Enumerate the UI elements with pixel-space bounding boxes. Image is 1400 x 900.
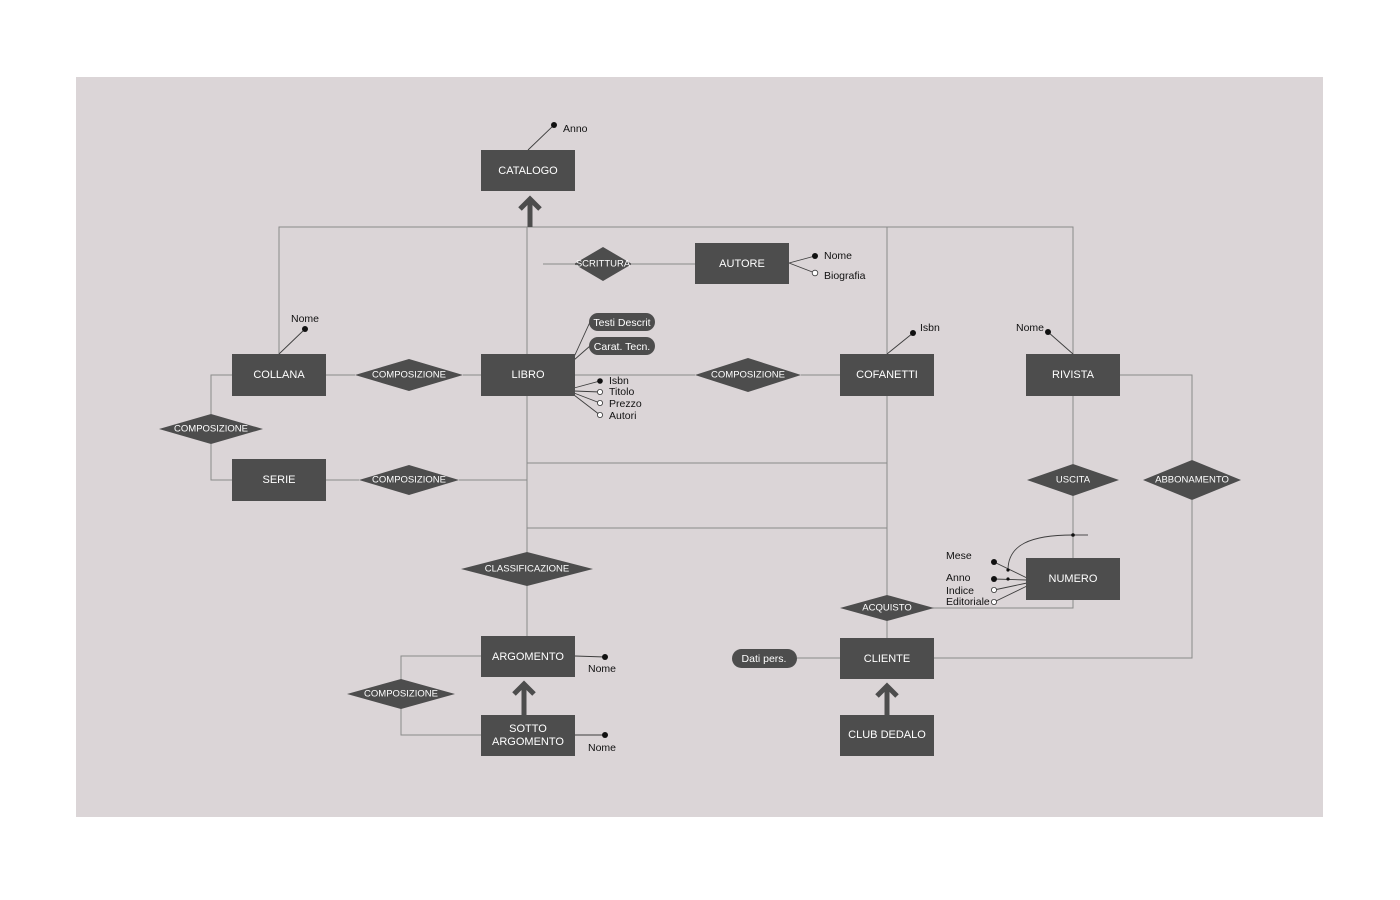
attr-marker-autore-biografia — [811, 269, 819, 277]
entity-argomento: ARGOMENTO — [481, 636, 575, 677]
svg-text:COMPOSIZIONE: COMPOSIZIONE — [174, 424, 248, 435]
attr-autore-biografia: Biografia — [824, 270, 866, 282]
attr-marker-libro-isbn — [597, 378, 603, 384]
relationships: SCRITTURA COMPOSIZIONE COMPOSIZIONE COMP… — [159, 247, 1241, 709]
svg-text:CATALOGO: CATALOGO — [498, 165, 558, 177]
relationship-composizione-argomento: COMPOSIZIONE — [347, 679, 455, 709]
svg-text:SERIE: SERIE — [262, 474, 295, 486]
relationship-scrittura: SCRITTURA — [574, 247, 632, 281]
entity-catalogo: CATALOGO — [481, 150, 575, 191]
attr-marker-cofanetti-isbn — [910, 330, 916, 336]
svg-text:RIVISTA: RIVISTA — [1052, 369, 1095, 381]
svg-text:ABBONAMENTO: ABBONAMENTO — [1155, 475, 1229, 486]
svg-text:ARGOMENTO: ARGOMENTO — [492, 736, 564, 748]
attr-cliente-dati-pers: Dati pers. — [732, 649, 797, 668]
relationship-uscita: USCITA — [1027, 464, 1119, 496]
attribute-links — [278, 122, 1088, 738]
attr-autore-nome: Nome — [824, 250, 852, 262]
attribute-labels: Anno Nome Biografia Nome Isbn Nome Isbn … — [291, 123, 1044, 754]
relationship-acquisto: ACQUISTO — [840, 595, 934, 621]
attr-cofanetti-isbn: Isbn — [920, 322, 940, 334]
attr-numero-anno: Anno — [946, 572, 971, 584]
diagram-background — [76, 77, 1323, 817]
svg-text:CLIENTE: CLIENTE — [864, 653, 910, 665]
attr-collana-nome: Nome — [291, 313, 319, 325]
svg-text:SCRITTURA: SCRITTURA — [576, 259, 631, 270]
svg-text:NUMERO: NUMERO — [1049, 573, 1098, 585]
attr-numero-indice: Indice — [946, 585, 974, 597]
entity-libro: LIBRO — [481, 354, 575, 396]
connector-lines — [210, 226, 1193, 736]
entities: CATALOGO AUTORE COLLANA LIBRO COFANETTI … — [232, 150, 1120, 756]
svg-text:USCITA: USCITA — [1056, 475, 1091, 486]
svg-text:Dati pers.: Dati pers. — [742, 653, 787, 665]
entity-rivista: RIVISTA — [1026, 354, 1120, 396]
svg-text:Carat. Tecn.: Carat. Tecn. — [594, 341, 650, 353]
attr-marker-argomento-nome — [602, 654, 608, 660]
attr-sotto-argomento-nome: Nome — [588, 742, 616, 754]
svg-text:COMPOSIZIONE: COMPOSIZIONE — [364, 689, 438, 700]
attr-libro-titolo: Titolo — [609, 386, 634, 398]
attr-argomento-nome: Nome — [588, 663, 616, 675]
entity-collana: COLLANA — [232, 354, 326, 396]
entity-cofanetti: COFANETTI — [840, 354, 934, 396]
relationship-composizione-serie-libro: COMPOSIZIONE — [359, 465, 459, 495]
attr-marker-collana-nome — [302, 326, 308, 332]
svg-text:COFANETTI: COFANETTI — [856, 369, 918, 381]
attr-marker-numero-anno — [991, 576, 997, 582]
svg-text:AUTORE: AUTORE — [719, 258, 765, 270]
attr-libro-autori: Autori — [609, 410, 636, 422]
attr-marker-rivista-nome — [1045, 329, 1051, 335]
attr-marker-catalogo-anno — [551, 122, 557, 128]
entity-sotto-argomento: SOTTO ARGOMENTO — [481, 715, 575, 756]
isa-arrow-club-dedalo — [875, 682, 899, 715]
svg-text:COLLANA: COLLANA — [253, 369, 305, 381]
relationship-composizione-collana-serie: COMPOSIZIONE — [159, 414, 263, 444]
isa-arrow-libro-catalogo — [518, 195, 542, 227]
composite-attributes: Testi Descrit Carat. Tecn. Dati pers. — [589, 313, 797, 668]
entity-cliente: CLIENTE — [840, 638, 934, 679]
isa-arrow-sotto-argomento — [512, 680, 536, 715]
attr-numero-mese: Mese — [946, 550, 972, 562]
entity-serie: SERIE — [232, 459, 326, 501]
attr-marker-libro-prezzo — [597, 399, 604, 406]
relationship-abbonamento: ABBONAMENTO — [1143, 460, 1241, 500]
attr-catalogo-anno: Anno — [563, 123, 588, 135]
attr-libro-carat-tecn: Carat. Tecn. — [589, 337, 655, 355]
identifier-junction-mese — [1006, 568, 1010, 572]
svg-text:CLUB DEDALO: CLUB DEDALO — [848, 729, 926, 741]
entity-autore: AUTORE — [695, 243, 789, 284]
identifier-junction-anno — [1006, 577, 1010, 581]
attr-rivista-nome: Nome — [1016, 322, 1044, 334]
attr-marker-numero-indice — [991, 587, 998, 594]
attr-marker-numero-mese — [991, 559, 997, 565]
svg-text:COMPOSIZIONE: COMPOSIZIONE — [372, 475, 446, 486]
relationship-composizione-collana-libro: COMPOSIZIONE — [355, 359, 463, 391]
entity-club-dedalo: CLUB DEDALO — [840, 715, 934, 756]
identifier-junction — [1071, 533, 1075, 537]
svg-text:Testi Descrit: Testi Descrit — [593, 317, 650, 329]
isa-arrows — [512, 195, 899, 715]
entity-numero: NUMERO — [1026, 558, 1120, 600]
attr-marker-autore-nome — [812, 253, 818, 259]
attr-numero-editoriale: Editoriale — [946, 596, 990, 608]
attr-marker-libro-titolo — [597, 388, 604, 395]
attr-marker-sotto-argomento-nome — [602, 732, 608, 738]
svg-text:CLASSIFICAZIONE: CLASSIFICAZIONE — [485, 564, 569, 575]
svg-text:ARGOMENTO: ARGOMENTO — [492, 651, 564, 663]
relationship-composizione-libro-cofanetti: COMPOSIZIONE — [695, 358, 801, 392]
attr-libro-testi-descrit: Testi Descrit — [589, 313, 655, 331]
relationship-classificazione: CLASSIFICAZIONE — [461, 552, 593, 586]
svg-text:COMPOSIZIONE: COMPOSIZIONE — [372, 370, 446, 381]
svg-text:ACQUISTO: ACQUISTO — [862, 603, 911, 614]
svg-text:SOTTO: SOTTO — [509, 723, 547, 735]
svg-text:LIBRO: LIBRO — [511, 369, 544, 381]
svg-text:COMPOSIZIONE: COMPOSIZIONE — [711, 370, 785, 381]
attr-marker-numero-editoriale — [991, 599, 998, 606]
attr-marker-libro-autori — [597, 411, 604, 418]
attr-libro-prezzo: Prezzo — [609, 398, 642, 410]
attr-libro-isbn: Isbn — [609, 375, 629, 387]
